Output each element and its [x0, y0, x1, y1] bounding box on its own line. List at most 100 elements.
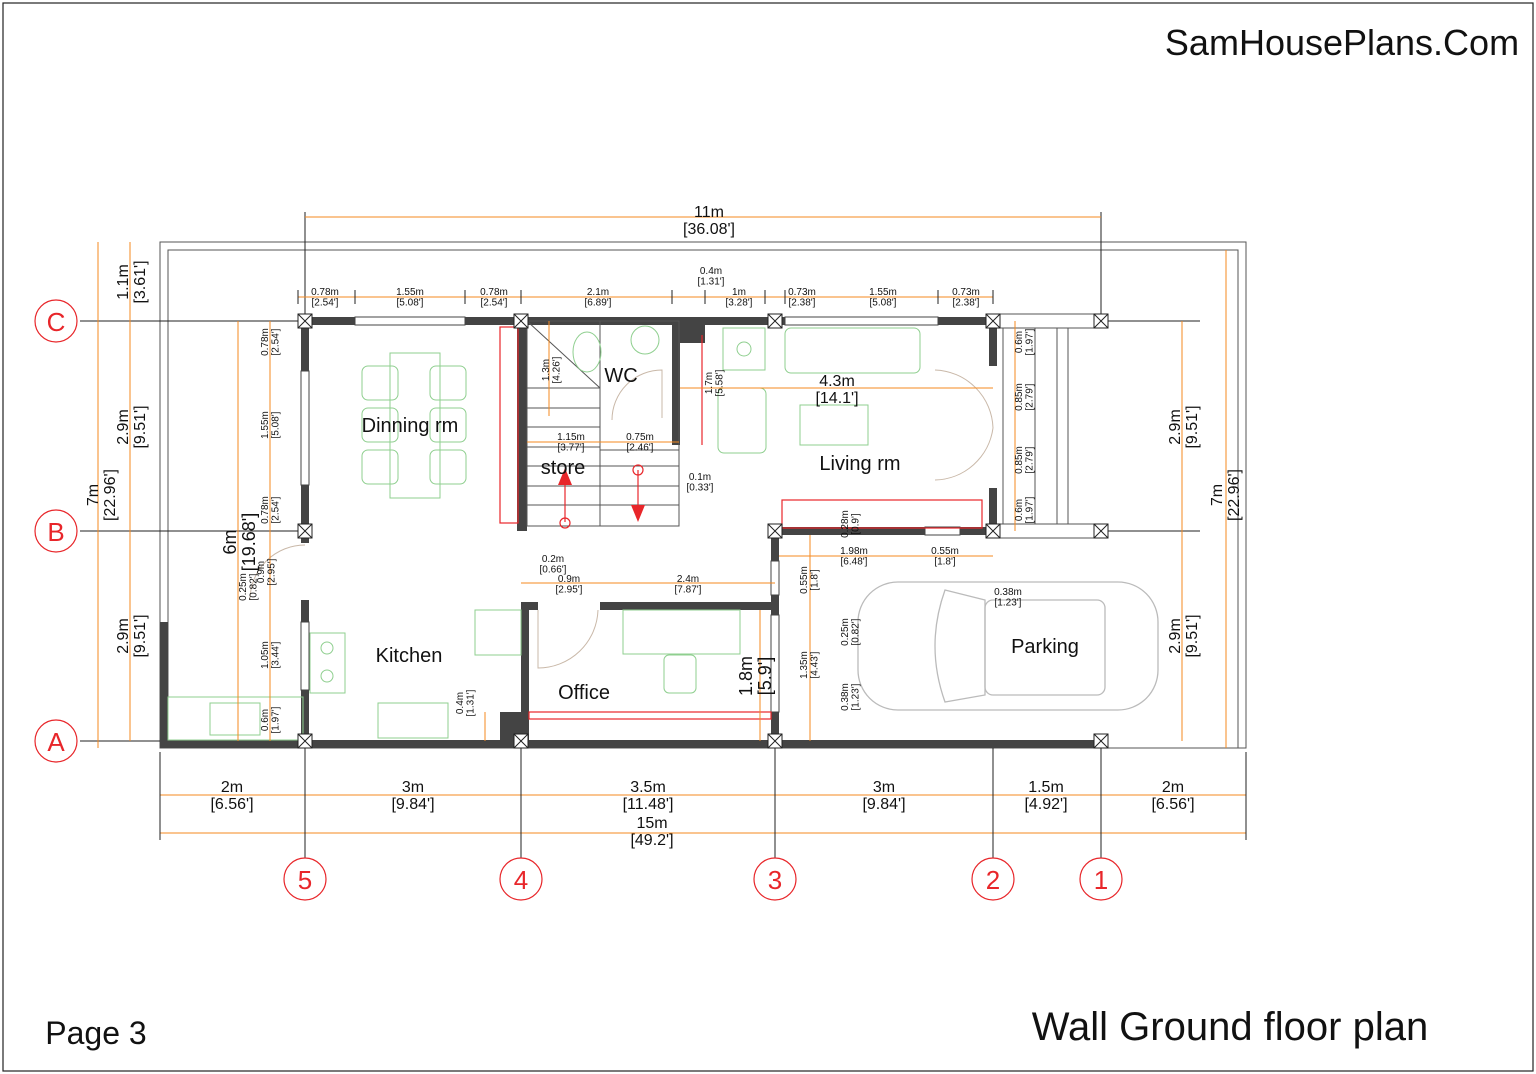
dimension-detail: 0.73m[2.38'] — [788, 287, 816, 309]
office-chair — [663, 654, 697, 694]
dimension-detail: 0.6m[1.97'] — [1014, 328, 1036, 355]
grid-row-label: B — [47, 517, 64, 547]
doors — [249, 369, 994, 669]
grid-column-label: 2 — [986, 865, 1000, 895]
dining-chair — [429, 365, 467, 401]
dimension-left-segment: 1.1m[3.61'] — [115, 260, 149, 303]
sofa — [784, 327, 921, 374]
column-marker — [513, 313, 529, 329]
dimension-left-total: 7m[22.96'] — [85, 469, 119, 521]
dimension-detail: 2.4m[7.87'] — [675, 574, 702, 596]
dimension-detail: 0.2m[0.66'] — [540, 554, 567, 576]
grid-row-label: C — [47, 307, 66, 337]
grid-column-label: 1 — [1094, 865, 1108, 895]
dimension-detail: 1.05m[3.44'] — [260, 641, 282, 669]
dimension-detail: 1.15m[3.77'] — [557, 432, 585, 454]
column-marker — [297, 523, 313, 539]
dimension-detail: 1.7m[5.58'] — [704, 369, 726, 396]
dimension-detail: 0.38m[1.23'] — [994, 587, 1022, 609]
wash-basin — [630, 325, 660, 355]
dimension-detail: 0.4m[1.31'] — [698, 266, 725, 288]
column-marker — [1093, 313, 1109, 329]
room-label-office: Office — [558, 682, 610, 704]
dimension-detail: 0.85m[2.79'] — [1014, 383, 1036, 411]
staircase — [499, 320, 680, 529]
column-marker — [297, 733, 313, 749]
stair-up-arrow-icon — [558, 468, 572, 485]
dimension-bottom-segment: 2m[6.56'] — [1151, 779, 1194, 813]
column-marker — [297, 313, 313, 329]
dimension-detail: 1.35m[4.43'] — [799, 651, 821, 679]
room-label-living: Living rm — [819, 453, 900, 475]
dining-chair — [361, 407, 399, 443]
dimension-top-total: 11m[36.08'] — [683, 204, 735, 238]
windows — [300, 316, 961, 713]
dimension-detail: 0.55m[1.8'] — [931, 546, 959, 568]
dimension-bottom-segment: 1.5m[4.92'] — [1024, 779, 1067, 813]
side-table — [722, 327, 766, 371]
dimension-bottom-segment: 3.5m[11.48'] — [623, 779, 674, 813]
column-marker — [985, 313, 1001, 329]
grid-markers: C B A 5 4 3 2 1 — [34, 299, 1123, 901]
room-labels: Dinning rm WC store Living rm Kitchen Of… — [362, 365, 1079, 704]
column-marker — [513, 733, 529, 749]
grid-column-label: 5 — [298, 865, 312, 895]
dimension-left-segment: 2.9m[9.51'] — [115, 405, 149, 448]
dimension-detail: 0.78m[2.54'] — [480, 287, 508, 309]
dimension-inner: 1.8m[5.9'] — [736, 656, 775, 696]
room-label-dining: Dinning rm — [362, 415, 459, 437]
fridge — [474, 609, 522, 656]
column-marker — [767, 523, 783, 539]
dimension-detail: 0.25m[0.82'] — [238, 573, 260, 601]
dining-chair — [361, 365, 399, 401]
sink — [209, 702, 261, 736]
dimension-detail: 0.9m[2.95'] — [256, 558, 278, 585]
dimension-detail: 1.3m[4.26'] — [541, 356, 563, 383]
overall-dimension-labels: 11m[36.08']15m[49.2']7m[22.96']7m[22.96'… — [85, 204, 1243, 849]
sink — [377, 702, 449, 739]
toilet — [572, 331, 602, 373]
dimension-detail: 0.78m[2.54'] — [311, 287, 339, 309]
dimension-detail: 0.78m[2.54'] — [260, 328, 282, 356]
column-marker — [985, 523, 1001, 539]
kitchen-counter — [167, 696, 304, 741]
dimension-right-segment: 2.9m[9.51'] — [1167, 614, 1201, 657]
column-marker — [1093, 523, 1109, 539]
dimension-detail: 0.55m[1.8'] — [799, 566, 821, 594]
dimension-right-segment: 2.9m[9.51'] — [1167, 405, 1201, 448]
kitchen-stove — [309, 632, 346, 694]
dimension-detail: 1.55m[5.08'] — [260, 411, 282, 439]
dining-table — [389, 352, 441, 499]
stair-down-arrow-icon — [631, 505, 645, 522]
dimension-lines — [97, 216, 1247, 840]
room-label-kitchen: Kitchen — [376, 645, 443, 667]
dimension-detail: 0.6m[1.97'] — [1014, 496, 1036, 523]
dimension-detail: 0.73m[2.38'] — [952, 287, 980, 309]
dimension-bottom-segment: 2m[6.56'] — [210, 779, 253, 813]
car — [857, 581, 1159, 711]
dimension-inner: 6m[19.68'] — [220, 513, 259, 571]
dimension-detail: 1.55m[5.08'] — [869, 287, 897, 309]
furniture — [167, 325, 983, 741]
dimension-inner: 4.3m[14.1'] — [815, 373, 858, 407]
grid-row-label: A — [47, 727, 65, 757]
dimension-detail: 1m[3.28'] — [726, 287, 753, 309]
dimension-detail: 1.55m[5.08'] — [396, 287, 424, 309]
armchair — [717, 387, 767, 454]
dimension-detail: 0.38m[1.23'] — [840, 683, 862, 711]
column-marker — [767, 313, 783, 329]
coffee-table — [799, 404, 869, 446]
grid-column-label: 4 — [514, 865, 528, 895]
dimension-detail: 0.1m[0.33'] — [687, 472, 714, 494]
room-label-parking: Parking — [1011, 636, 1079, 658]
structural-columns — [297, 313, 1109, 749]
dimension-right-total: 7m[22.96'] — [1209, 469, 1243, 521]
dining-chair — [429, 407, 467, 443]
dimension-bottom-segment: 3m[9.84'] — [391, 779, 434, 813]
column-marker — [767, 733, 783, 749]
dining-chair — [361, 449, 399, 485]
dimension-detail: 1.98m[6.48'] — [840, 546, 868, 568]
detail-dimension-labels: 0.78m[2.54']1.55m[5.08']0.78m[2.54']2.1m… — [238, 266, 1036, 733]
